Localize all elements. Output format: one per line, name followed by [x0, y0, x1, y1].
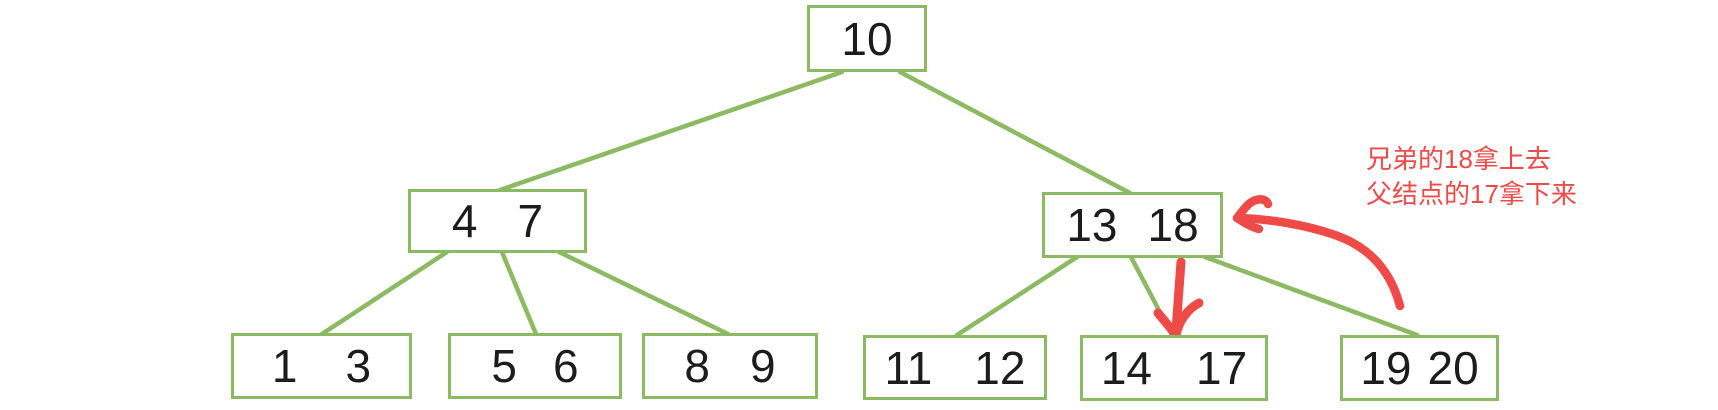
leaf-node-5: 14 17 — [1080, 335, 1268, 401]
internal-node-left: 4 7 — [408, 189, 587, 253]
leaf-node-6: 19 20 — [1340, 335, 1499, 401]
red-curved-arrow-lower-barb — [1232, 213, 1264, 234]
node-key: 11 — [884, 341, 933, 394]
annotation-line-2: 父结点的17拿下来 — [1366, 179, 1577, 209]
red-curved-arrow-shaft — [1234, 213, 1405, 311]
node-key: 3 — [345, 340, 372, 392]
annotation-line-1: 兄弟的18拿上去 — [1366, 144, 1551, 174]
node-key: 9 — [750, 340, 776, 392]
edge-root-to-right-internal — [897, 69, 1133, 196]
node-key: 12 — [974, 341, 1026, 394]
red-curved-arrow — [1232, 195, 1405, 311]
node-key: 4 — [451, 195, 478, 247]
node-key: 5 — [491, 340, 517, 392]
red-down-arrow-right-barb — [1171, 298, 1204, 340]
node-key: 17 — [1196, 342, 1248, 394]
node-key: 10 — [841, 12, 893, 65]
red-down-arrow — [1153, 257, 1204, 340]
edge-right-to-leaf6 — [1202, 254, 1420, 338]
leaf-node-4: 11 12 — [863, 335, 1047, 400]
node-key: 1 — [271, 340, 298, 392]
leaf-node-1: 1 3 — [231, 333, 412, 399]
red-down-arrow-shaft — [1171, 257, 1186, 335]
node-key: 6 — [553, 340, 579, 392]
node-key: 20 — [1427, 342, 1479, 394]
red-curved-arrow-upper-barb — [1232, 195, 1273, 223]
edge-right-to-leaf4 — [954, 254, 1080, 338]
node-key: 18 — [1147, 199, 1199, 251]
root-node: 10 — [807, 5, 927, 72]
leaf-node-3: 8 9 — [642, 333, 818, 399]
edge-left-to-leaf3 — [556, 249, 731, 337]
annotation-text: 兄弟的18拿上去 父结点的17拿下来 — [1366, 142, 1577, 212]
node-key: 13 — [1066, 199, 1118, 251]
leaf-node-2: 5 6 — [448, 333, 622, 399]
edge-left-to-leaf1 — [319, 249, 450, 337]
node-key: 8 — [684, 340, 710, 392]
node-key: 19 — [1360, 342, 1412, 394]
internal-node-right: 13 18 — [1042, 192, 1223, 258]
node-key: 7 — [517, 195, 544, 247]
edge-root-to-left-internal — [497, 69, 845, 193]
edge-left-to-leaf2 — [499, 249, 539, 337]
node-key: 14 — [1100, 342, 1152, 394]
